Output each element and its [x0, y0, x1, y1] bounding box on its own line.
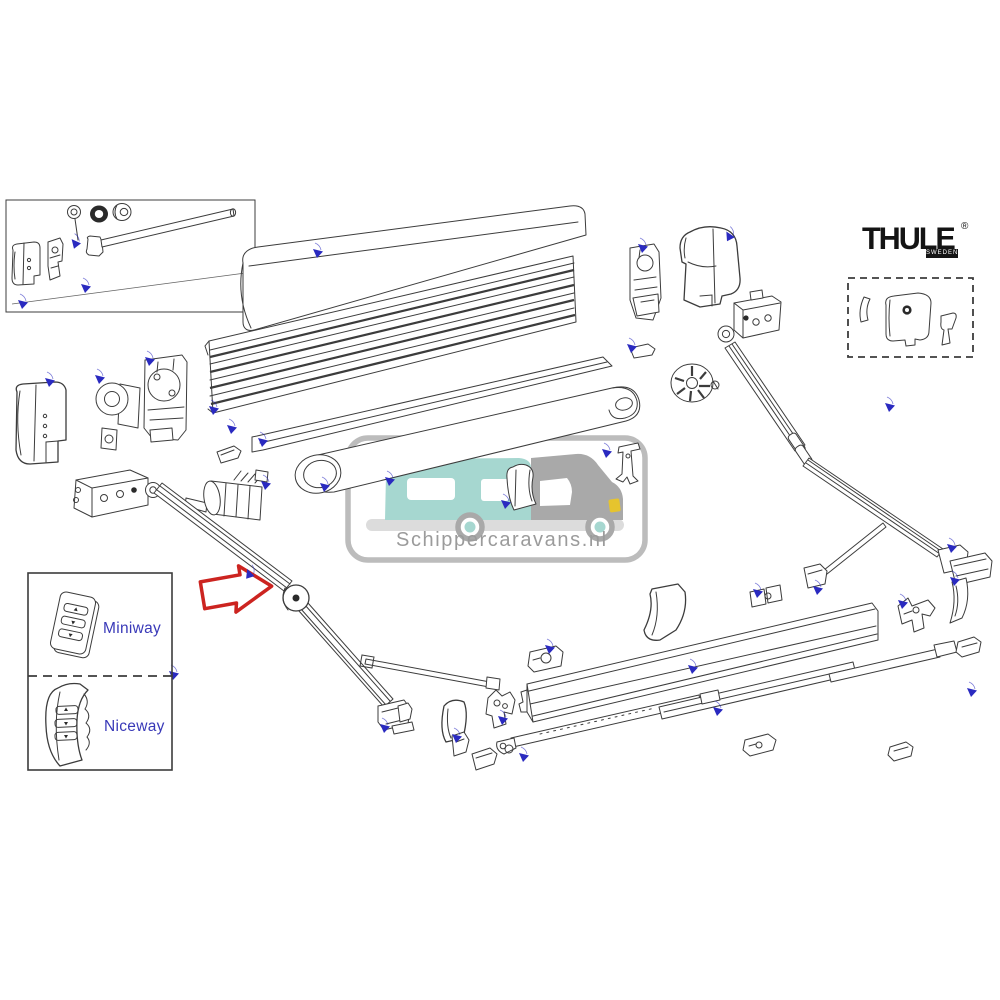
- roller-tube-part: [85, 208, 237, 257]
- awning-front-panel: [251, 356, 613, 453]
- niceway-remote: [45, 682, 91, 767]
- right-awning-arm: [724, 341, 993, 586]
- miniway-remote: [49, 591, 100, 659]
- rail-box-bracket: [527, 645, 564, 673]
- awning-housing-profile: [204, 255, 577, 414]
- red-arrow-icon: [198, 564, 274, 614]
- remote-inset-box: [27, 572, 173, 771]
- watermark-van-icon: [385, 453, 623, 542]
- fabric-clamp-profile: [506, 463, 537, 511]
- left-arm-mount: [73, 469, 161, 518]
- tension-rafter: [496, 640, 958, 755]
- spares-box: [847, 277, 974, 358]
- watermark-ground-shadow: [366, 519, 624, 531]
- tiny-bracket-left: [397, 702, 413, 723]
- roller-end-spider: [670, 363, 720, 403]
- end-block: [955, 636, 982, 658]
- inset-roller-parts-box: [5, 199, 256, 313]
- bushing-light-part: [112, 203, 132, 221]
- end-cap-panel: [643, 583, 687, 641]
- left-arm-elbow: [282, 584, 310, 612]
- thule-logo-sub: SWEDEN: [926, 249, 959, 258]
- right-end-cover: [679, 226, 741, 308]
- inset-guide-line: [11, 271, 254, 305]
- fabric-roll: [294, 386, 641, 494]
- side-cover-part: [885, 292, 932, 347]
- right-arm-foot: [937, 544, 993, 586]
- holes-bracket: [485, 689, 516, 729]
- left-motor-coupler: [95, 382, 141, 451]
- lead-rail: [518, 602, 879, 723]
- left-support-strut: [359, 654, 501, 691]
- bottom-clip-left: [742, 733, 777, 757]
- wall-clamp-bracket: [897, 597, 936, 633]
- right-strut-foot: [803, 563, 828, 589]
- motor-unit: [184, 469, 269, 521]
- registered-mark: ®: [961, 221, 969, 232]
- left-gearbox: [143, 354, 188, 443]
- awning-top-cover: [240, 205, 587, 331]
- small-block: [471, 747, 498, 771]
- right-arm-mount: [717, 289, 782, 343]
- mounting-bracket-part: [47, 237, 64, 281]
- thule-logo: THULE ® SWEDEN: [862, 221, 972, 260]
- niceway-label: Niceway: [104, 718, 165, 735]
- watermark: [345, 435, 648, 563]
- eye-bolt-part: [67, 205, 81, 241]
- hook-part: [940, 312, 957, 346]
- end-cap-part: [11, 241, 41, 286]
- corner-cover: [949, 577, 969, 624]
- right-gearbox: [629, 243, 662, 321]
- headlight: [608, 498, 621, 513]
- small-cover-piece: [441, 699, 467, 743]
- bushing-dark-part: [90, 205, 108, 223]
- small-clip-bracket: [216, 445, 242, 464]
- right-roof-clip: [629, 343, 656, 359]
- gasket-strip-part: [859, 296, 871, 323]
- right-support-strut: [803, 522, 887, 589]
- rail-clip-bracket: [749, 584, 783, 608]
- bottom-clip-right: [887, 741, 914, 762]
- miniway-label: Miniway: [103, 620, 162, 637]
- washer: [504, 744, 514, 754]
- left-end-cover: [15, 381, 67, 465]
- roof-bracket: [615, 442, 641, 485]
- watermark-site-text: Schippercaravans.nl: [396, 529, 608, 551]
